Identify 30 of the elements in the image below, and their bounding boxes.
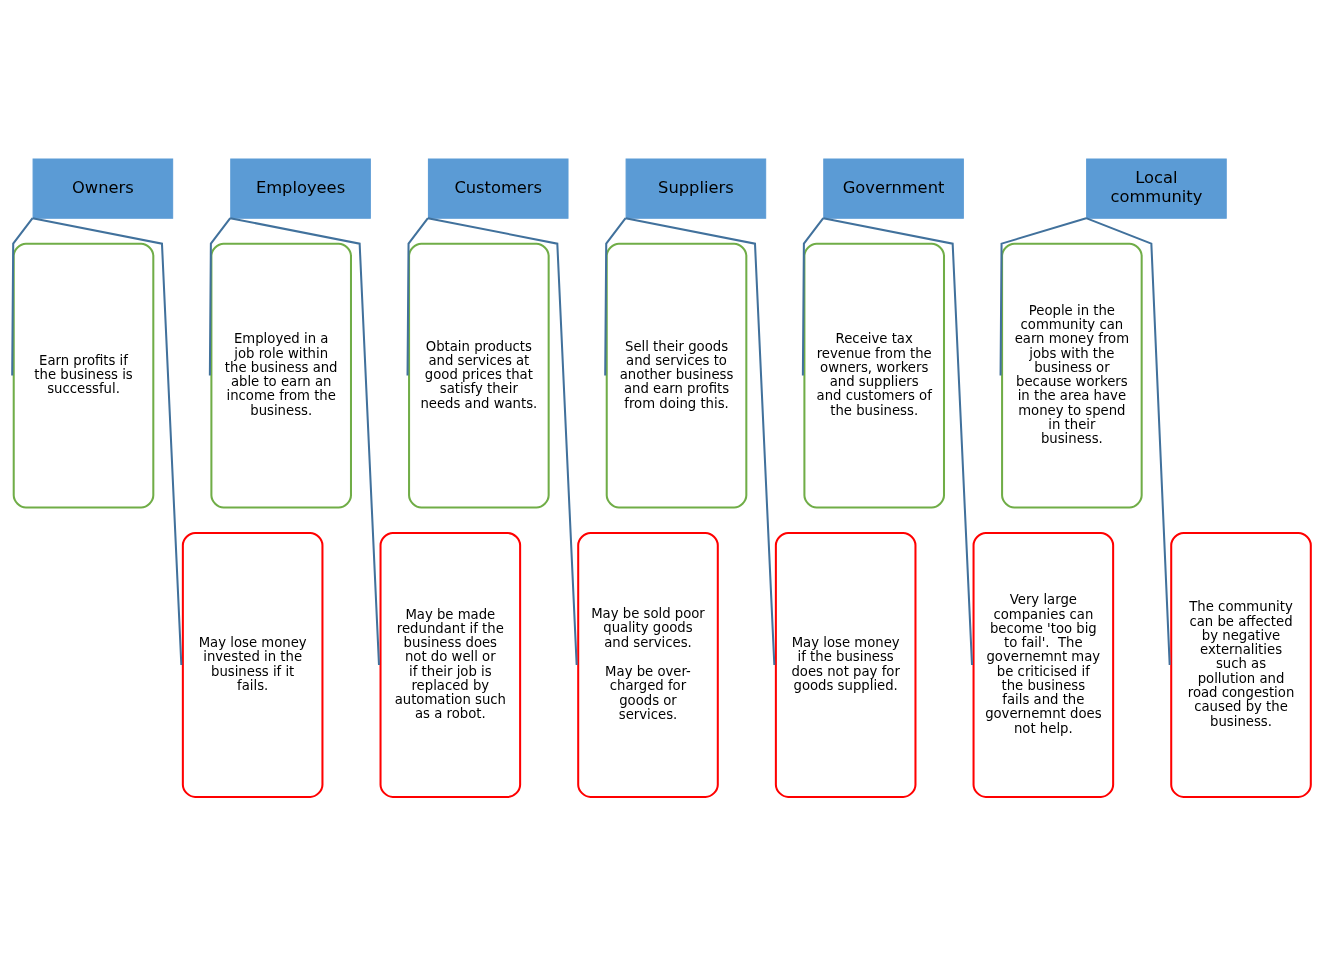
connector xyxy=(604,217,627,376)
connector xyxy=(11,217,34,376)
node-box: May lose money if the business does not pay for goods supplied. xyxy=(774,532,917,798)
node-box: Employees xyxy=(230,158,371,219)
node-box: Suppliers xyxy=(625,158,767,219)
connector xyxy=(32,217,183,665)
node-box: Employed in a job role within the business and able to earn an income from the business. xyxy=(210,242,352,509)
connector xyxy=(406,217,429,376)
node-box: Earn profits if the business is successful. xyxy=(12,242,155,509)
connector xyxy=(625,217,776,665)
connector xyxy=(999,217,1087,376)
node-box: May be made redundant if the business does not do well or if their job is replaced by automation such as a robot. xyxy=(379,532,522,798)
node-box: May lose money invested in the business if it fails. xyxy=(181,532,324,798)
connector xyxy=(801,217,825,376)
node-box: Receive tax revenue from the owners, workers and suppliers and customers of the business. xyxy=(803,242,945,509)
node-box: People in the community can earn money from jobs with the business or because workers in the area have money to spend in their business. xyxy=(1001,242,1143,509)
node-box: Very large companies can become 'too big to fail'. The governemnt may be criticised if the business fails and the governemnt does not help. xyxy=(972,532,1115,798)
connector xyxy=(208,217,232,376)
connector xyxy=(823,217,974,665)
node-box: May be sold poor quality goods and services. May be over-charged for goods or services. xyxy=(577,532,719,798)
node-box: Owners xyxy=(32,158,174,219)
node-box: Sell their goods and services to another business and earn profits from doing this. xyxy=(605,242,748,509)
node-box: Customers xyxy=(427,158,569,219)
node-box: The community can be affected by negative externalities such as pollution and road congestion caused by the business. xyxy=(1170,532,1312,798)
node-box: Obtain products and services at good prices that satisfy their needs and wants. xyxy=(408,242,550,509)
node-box: Government xyxy=(823,158,964,219)
connector xyxy=(427,217,578,665)
node-box: Local community xyxy=(1086,158,1227,219)
connector xyxy=(1085,217,1171,665)
connector xyxy=(230,217,380,665)
